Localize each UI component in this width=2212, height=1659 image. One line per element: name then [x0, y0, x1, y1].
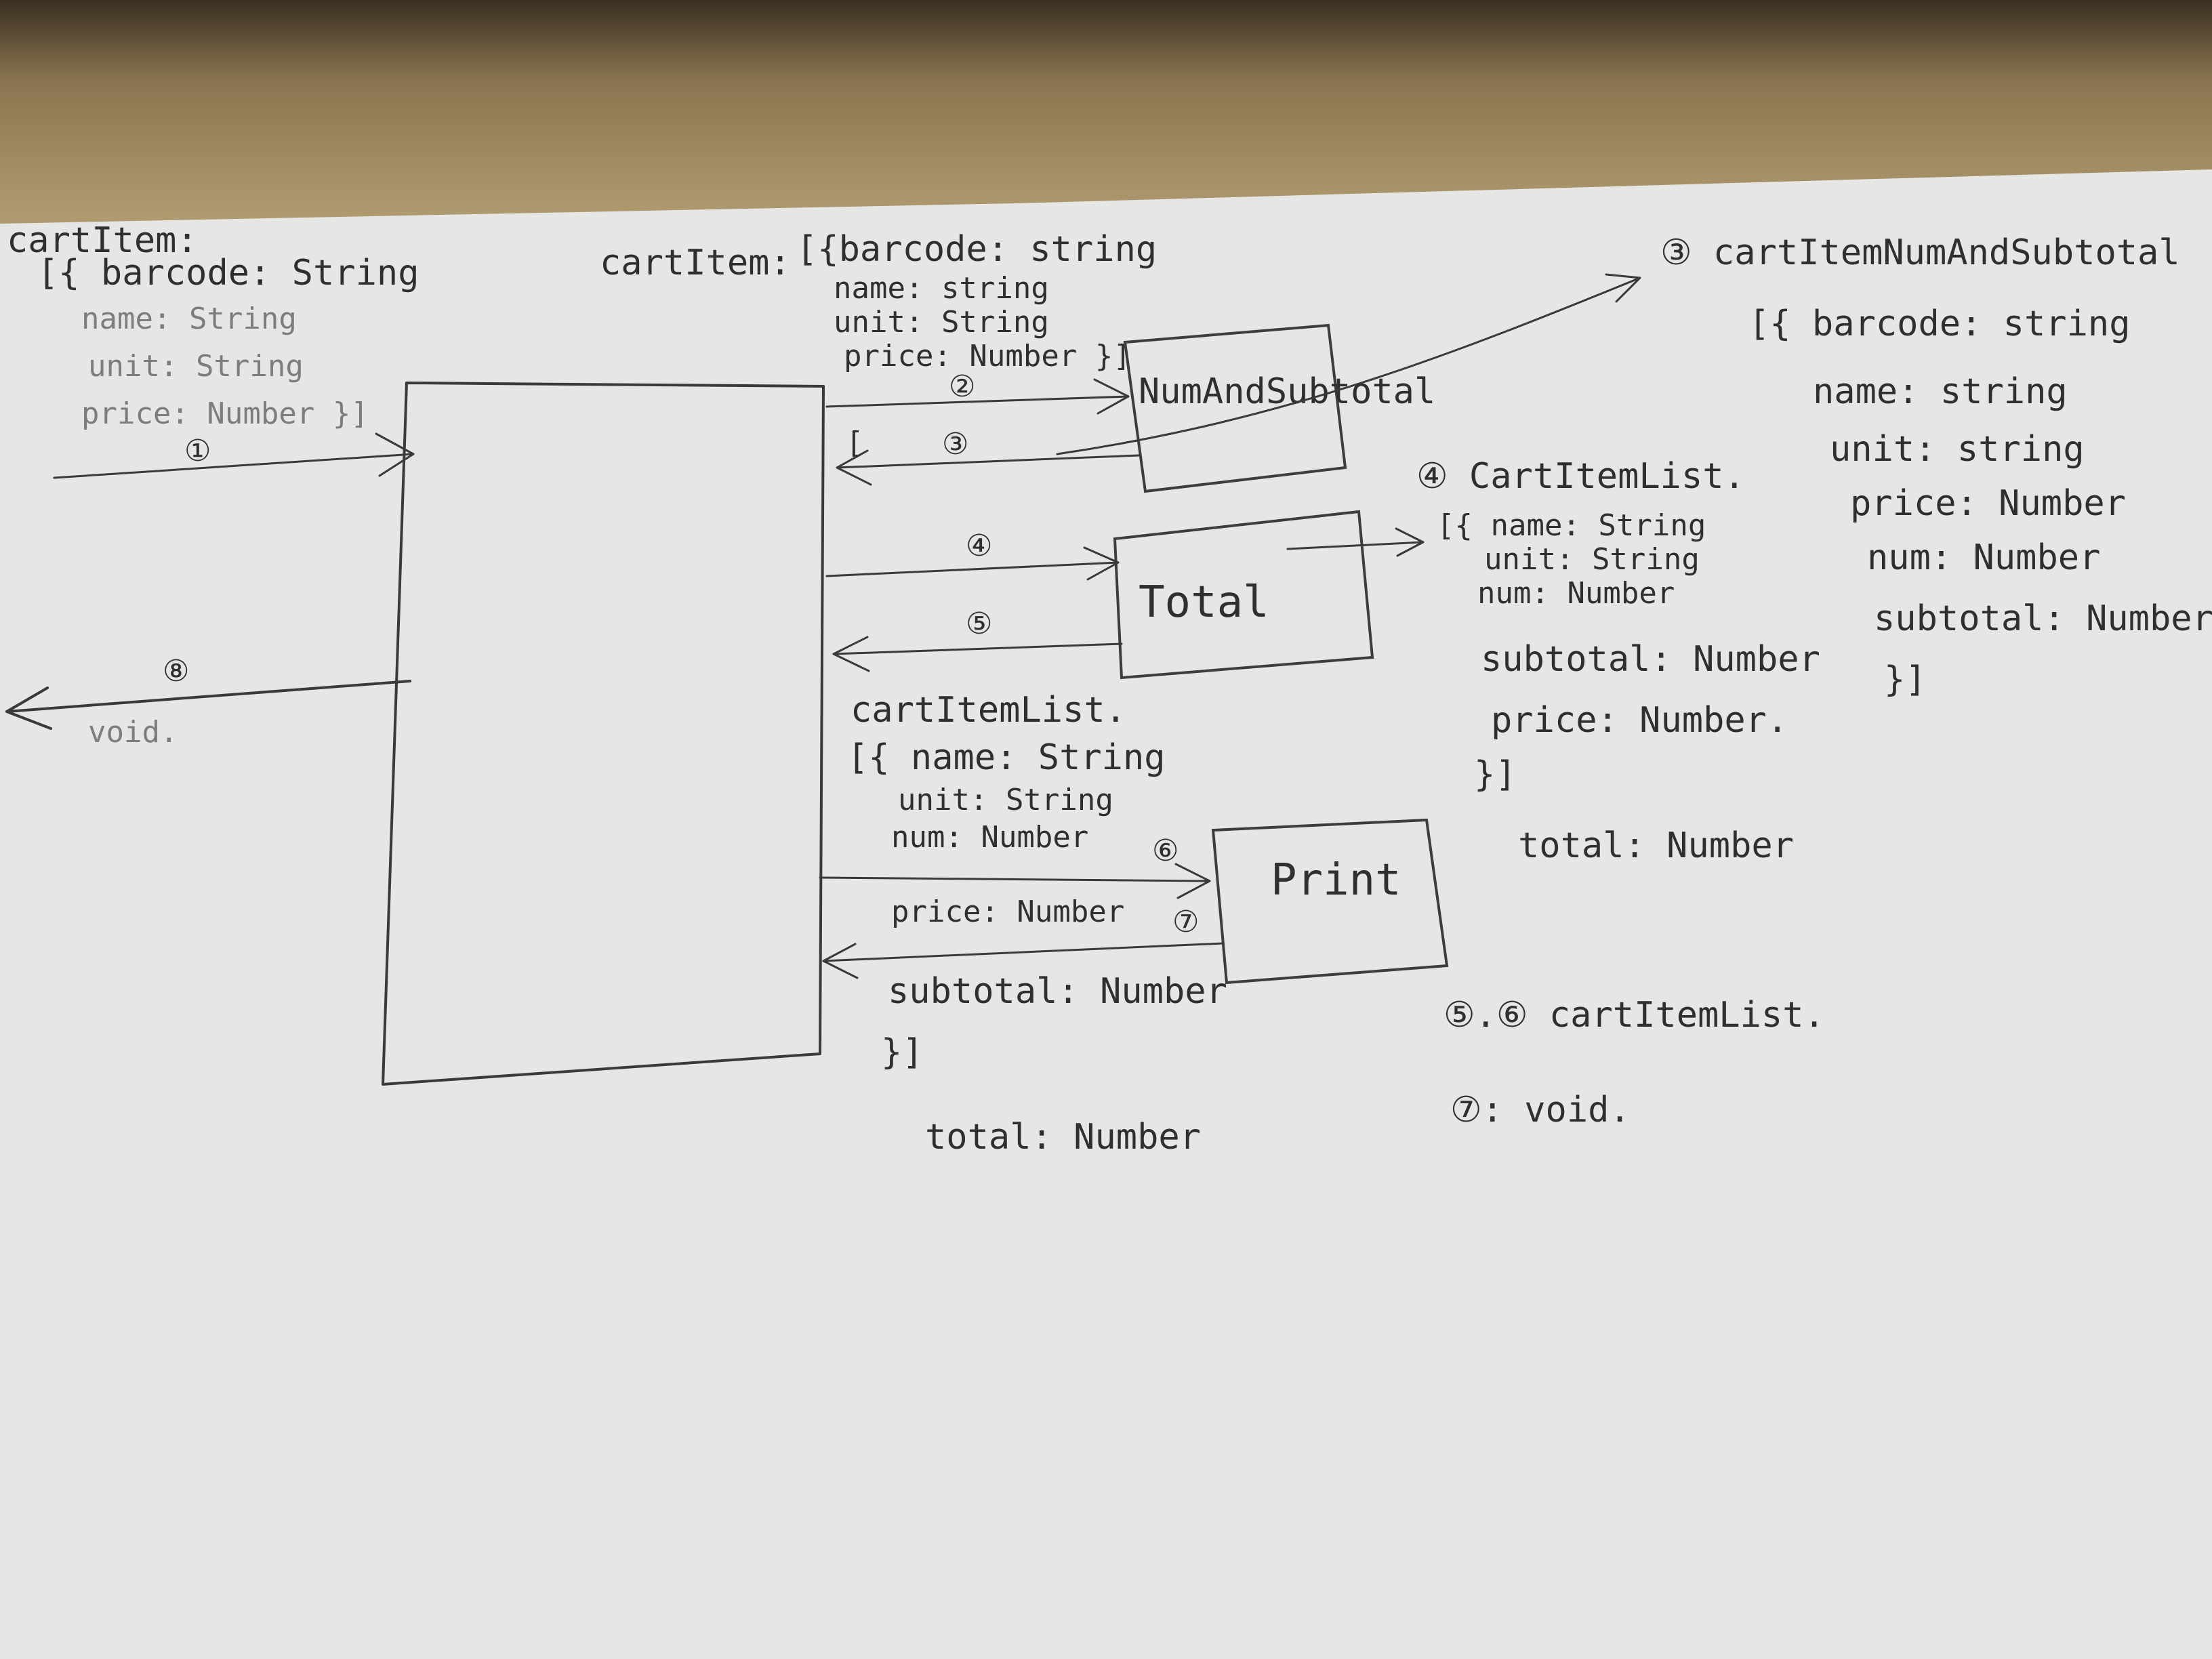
curve-to-list-3: [1056, 276, 1641, 455]
paper-sheet: [0, 169, 2212, 1659]
arrow-6-head: [1174, 863, 1211, 899]
left-input-field: name: String: [81, 302, 297, 336]
arrow-2-head: [1093, 378, 1130, 415]
right-list-4-total: total: Number: [1518, 825, 1794, 866]
print-box: [1211, 818, 1449, 985]
note-5-6: ⑤.⑥ cartItemList.: [1443, 995, 1825, 1036]
print-label: Print: [1271, 855, 1401, 905]
middle-list-block: cartItemList. [{ name: String unit: Stri…: [847, 690, 1227, 1158]
step-4-label: ④: [966, 529, 992, 563]
step-2-label: ②: [949, 369, 975, 404]
main-box: [382, 382, 825, 1086]
right-list-3-field: subtotal: Number: [1874, 598, 2212, 639]
total-module: Total ④ ⑤: [825, 510, 1425, 680]
right-list-3-field: price: Number: [1850, 483, 2126, 524]
left-input-field: price: Number }]: [81, 396, 369, 431]
right-list-4-field: unit: String: [1484, 542, 1700, 577]
right-list-3-field: name: string: [1813, 371, 2068, 412]
num-and-subtotal-module: NumAndSubtotal ② [ ③: [825, 273, 1641, 493]
step-6-label: ⑥: [1152, 834, 1179, 868]
top-input-title: cartItem:: [600, 243, 791, 283]
right-list-3-field: }]: [1884, 659, 1927, 700]
note-7: ⑦: void.: [1450, 1090, 1631, 1130]
right-list-4-field: }]: [1474, 754, 1517, 795]
right-list-3-field: [{ barcode: string: [1748, 304, 2131, 344]
right-list-4-field: subtotal: Number: [1481, 639, 1820, 680]
right-list-4-field: price: Number.: [1491, 700, 1788, 741]
arrow-1: [53, 453, 415, 479]
arrow-3: [836, 454, 1140, 469]
step-1-label: ①: [184, 434, 211, 468]
arrow-4-head: [1083, 546, 1120, 581]
arrow-3-head: [836, 449, 872, 486]
total-label: Total: [1139, 577, 1269, 628]
right-list-4-block: ④ CartItemList. [{ name: String unit: St…: [1416, 456, 1820, 866]
left-input-field: [{ barcode: String: [37, 253, 419, 293]
arrow-2: [825, 395, 1130, 408]
top-input-field: [{barcode: string: [796, 229, 1157, 270]
right-list-3-title: ③ cartItemNumAndSubtotal: [1660, 232, 2180, 273]
right-list-4-field: num: Number: [1477, 576, 1675, 611]
arrow-1-head: [375, 432, 415, 477]
left-output-label: void.: [88, 715, 178, 750]
right-list-3-field: num: Number: [1867, 537, 2100, 578]
print-module: Print ⑥ ⑦: [819, 818, 1449, 985]
arrow-7: [822, 942, 1225, 962]
notes-block: ⑤.⑥ cartItemList. ⑦: void.: [1443, 995, 1825, 1130]
top-input-field: name: string: [834, 271, 1049, 306]
middle-list-field: unit: String: [898, 783, 1113, 817]
arrow-4: [825, 561, 1120, 577]
arrow-5: [832, 642, 1123, 655]
right-list-3-block: ③ cartItemNumAndSubtotal [{ barcode: str…: [1660, 232, 2212, 700]
middle-list-field: subtotal: Number: [888, 971, 1227, 1012]
left-input-block: cartItem: [{ barcode: String name: Strin…: [7, 220, 419, 479]
arrow-7-head: [822, 943, 859, 979]
arrow-8: [5, 680, 411, 713]
middle-list-field: num: Number: [891, 820, 1088, 855]
curve-to-list-3-head: [1605, 273, 1641, 303]
arrow-to-list-4: [1286, 541, 1425, 550]
step-7-label: ⑦: [1172, 905, 1199, 939]
left-input-field: unit: String: [88, 349, 304, 384]
step-3-label: ③: [942, 427, 968, 462]
arrow-5-head: [832, 636, 870, 672]
middle-list-total: total: Number: [925, 1117, 1201, 1158]
top-input-field: price: Number }]: [844, 339, 1131, 373]
top-input-block: cartItem: [{barcode: string name: string…: [600, 229, 1157, 373]
total-box: [1113, 510, 1374, 680]
middle-list-field: }]: [881, 1032, 924, 1073]
middle-list-field: [{ name: String: [847, 737, 1166, 778]
right-list-3-field: unit: string: [1830, 429, 2085, 470]
num-and-subtotal-box: [1123, 323, 1347, 493]
left-output-block: ⑧ void.: [5, 654, 411, 750]
middle-list-field: price: Number: [891, 895, 1124, 929]
left-input-title: cartItem:: [7, 220, 198, 261]
arrow-6: [819, 876, 1211, 882]
step-8-label: ⑧: [163, 654, 189, 689]
right-list-4-field: [{ name: String: [1437, 508, 1706, 543]
middle-list-title: cartItemList.: [851, 690, 1126, 731]
step-5-label: ⑤: [966, 607, 992, 641]
arrow-8-head: [5, 687, 52, 730]
right-list-4-title: ④ CartItemList.: [1416, 456, 1745, 497]
top-input-field: unit: String: [834, 305, 1049, 340]
arrow-to-list-4-head: [1395, 527, 1425, 557]
